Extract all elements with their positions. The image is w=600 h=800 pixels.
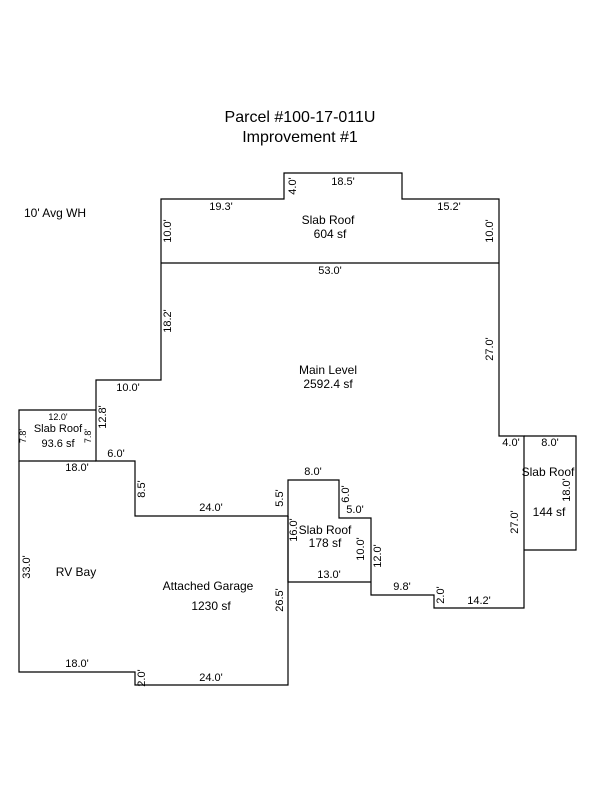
- dim-label: 12.0': [372, 544, 384, 568]
- slab-roof-top-outline: [160, 172, 500, 263]
- dim-label: 16.0': [288, 518, 300, 542]
- dim-label: 26.5': [274, 588, 286, 612]
- dim-label: 2.0': [136, 669, 148, 686]
- dim-label: 10.0': [484, 219, 496, 243]
- dim-label: 24.0': [199, 502, 223, 514]
- dim-label: 24.0': [199, 672, 223, 684]
- dim-label: 27.0': [484, 337, 496, 361]
- dim-label: 18.5': [331, 176, 355, 188]
- dim-label: 5.0': [346, 504, 363, 516]
- dim-label: 10.0': [116, 382, 140, 394]
- avg-wall-height-note: 10' Avg WH: [24, 206, 87, 220]
- dim-label: 33.0': [21, 555, 33, 579]
- slab-mid-name: Slab Roof: [299, 523, 352, 537]
- dim-label: 10.0': [162, 219, 174, 243]
- slab-right-size: 144 sf: [533, 505, 566, 519]
- slab-mid-size: 178 sf: [309, 536, 342, 550]
- dim-label: 6.0': [107, 448, 124, 460]
- dim-label: 27.0': [509, 510, 521, 534]
- slab-roof-left-outline: [18, 409, 96, 462]
- slab-right-name: Slab Roof: [522, 465, 575, 479]
- dim-label: 8.0': [304, 466, 321, 478]
- dim-label: 8.0': [541, 437, 558, 449]
- improvement-title: Improvement #1: [242, 129, 358, 146]
- dim-label: 13.0': [317, 569, 341, 581]
- dim-label: 18.0': [561, 478, 573, 502]
- dim-label: 19.3': [209, 201, 233, 213]
- main-level-outline: [95, 263, 525, 609]
- dim-label: 12.0': [48, 412, 68, 422]
- dim-label: 18.0': [65, 462, 89, 474]
- slab-top-size: 604 sf: [314, 227, 347, 241]
- parcel-title: Parcel #100-17-011U: [224, 109, 376, 126]
- main-level-name: Main Level: [299, 363, 357, 377]
- rv-bay-name: RV Bay: [56, 565, 96, 579]
- dim-label: 4.0': [502, 437, 519, 449]
- garage-size: 1230 sf: [191, 599, 231, 613]
- dim-label: 53.0': [318, 265, 342, 277]
- dim-label: 18.0': [65, 658, 89, 670]
- dim-label: 9.8': [393, 581, 410, 593]
- dim-label: 8.5': [136, 480, 148, 497]
- garage-outline: [18, 461, 289, 686]
- dim-label: 10.0': [355, 537, 367, 561]
- slab-left-name: Slab Roof: [34, 423, 83, 435]
- slab-left-size: 93.6 sf: [41, 438, 75, 450]
- dim-label: 4.0': [287, 177, 299, 194]
- main-level-size: 2592.4 sf: [303, 377, 353, 391]
- dim-label: 6.0': [340, 485, 352, 502]
- slab-top-name: Slab Roof: [302, 213, 355, 227]
- dim-label: 15.2': [437, 201, 461, 213]
- dim-label: 18.2': [162, 309, 174, 333]
- dim-label: 12.8': [97, 405, 109, 429]
- title-block: Parcel #100-17-011U Improvement #1: [0, 108, 600, 148]
- dim-label: 14.2': [467, 595, 491, 607]
- dim-label: 7.8': [83, 429, 93, 444]
- dim-label: 7.8': [18, 429, 28, 444]
- dim-label: 2.0': [435, 586, 447, 603]
- garage-name: Attached Garage: [163, 579, 254, 593]
- dim-label: 5.5': [274, 489, 286, 506]
- slab-roof-right-outline: [524, 435, 577, 551]
